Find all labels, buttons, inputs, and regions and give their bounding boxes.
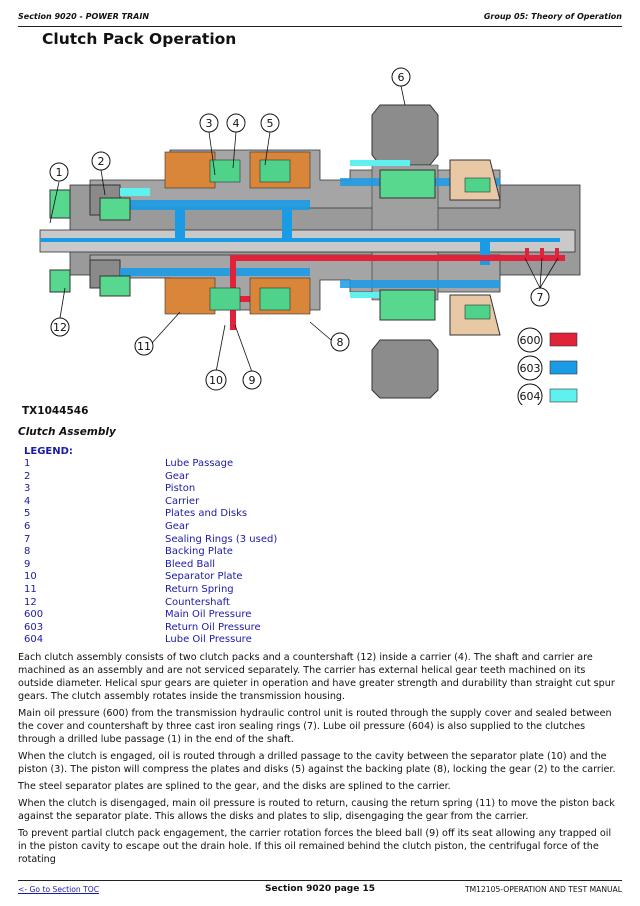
manual-name: TM12105-OPERATION AND TEST MANUAL [464,885,622,894]
paragraph: When the clutch is disengaged, main oil … [18,798,615,822]
legend-num: 10 [24,571,37,583]
legend-text: Lube Oil Pressure [165,634,252,646]
legend-num: 5 [24,508,31,520]
toc-link[interactable]: <- Go to Section TOC [18,885,100,894]
paragraph: Each clutch assembly consists of two clu… [18,652,615,702]
page-number: Section 9020 page 15 [265,884,375,894]
legend-text: Backing Plate [165,546,233,558]
legend-item[interactable]: 11 Return Spring [24,584,424,597]
paragraph: To prevent partial clutch pack engagemen… [18,828,612,865]
legend-text: Gear [165,470,190,482]
legend-num: 603 [24,621,44,633]
swatch-600 [549,332,578,347]
legend-item[interactable]: 603 Return Oil Pressure [24,622,424,635]
callout-6: 6 [398,71,405,84]
legend-item[interactable]: 6 Gear [24,521,424,534]
legend-num: 4 [24,495,31,507]
page-title: Clutch Pack Operation [42,30,237,48]
legend-item[interactable]: 10 Separator Plate [24,571,424,584]
legend-item[interactable]: 3 Piston [24,483,424,496]
callout-10: 10 [209,374,223,387]
callout-2: 2 [98,155,105,168]
body-text: Each clutch assembly consists of two clu… [18,651,621,870]
legend-text: Separator Plate [165,571,243,583]
legend-item[interactable]: 604 Lube Oil Pressure [24,634,424,647]
pressure-key: 600 603 604 [517,327,578,409]
legend-text: Carrier [165,495,200,507]
paragraph: Main oil pressure (600) from the transmi… [18,708,612,745]
legend-num: 2 [24,470,31,482]
section-label: Section 9020 - POWER TRAIN [18,12,150,21]
key-label-600: 600 [520,334,541,347]
legend-text: Bleed Ball [165,558,216,570]
legend-item[interactable]: 4 Carrier [24,496,424,509]
legend-item[interactable]: 5 Plates and Disks [24,508,424,521]
swatch-604 [549,388,578,403]
legend-num: 6 [24,520,31,532]
legend-text: Return Spring [165,583,234,595]
legend-text: Sealing Rings (3 used) [165,533,278,545]
callout-8: 8 [337,336,344,349]
legend-num: 604 [24,634,44,646]
callout-labels: 1 2 3 4 5 6 7 8 9 10 11 12 [53,71,544,387]
legend-num: 7 [24,533,31,545]
legend-item[interactable]: 9 Bleed Ball [24,559,424,572]
legend-text: Return Oil Pressure [165,621,261,633]
legend-text: Lube Passage [165,458,234,469]
callout-3: 3 [206,117,213,130]
callout-1: 1 [56,166,63,179]
figure-caption: Clutch Assembly [18,426,116,438]
legend-title: LEGEND: [24,446,73,457]
legend-item[interactable]: 600 Main Oil Pressure [24,609,424,622]
key-label-604: 604 [520,390,541,403]
legend-num: 3 [24,483,31,495]
legend-num: 600 [24,609,44,621]
legend-text: Plates and Disks [165,508,248,520]
legend-text: Piston [165,483,196,495]
legend-num: 1 [24,458,31,469]
paragraph: The steel separator plates are splined t… [18,781,451,792]
callout-4: 4 [233,117,240,130]
key-label-603: 603 [520,362,541,375]
legend-text: Countershaft [165,596,230,608]
legend-text: Gear [165,520,190,532]
legend-item[interactable]: 7 Sealing Rings (3 used) [24,534,424,547]
legend-text: Main Oil Pressure [165,609,252,621]
callout-12: 12 [53,321,67,334]
callout-11: 11 [137,340,151,353]
paragraph: When the clutch is engaged, oil is route… [18,751,616,775]
page-header: Section 9020 - POWER TRAIN Group 05: The… [18,10,622,27]
legend-num: 8 [24,546,31,558]
legend-num: 9 [24,558,31,570]
legend-item[interactable]: 12 Countershaft [24,597,424,610]
callout-9: 9 [249,374,256,387]
group-label: Group 05: Theory of Operation [483,12,622,21]
legend-item[interactable]: 1 Lube Passage [24,458,424,471]
legend-num: 12 [24,596,37,608]
callout-7: 7 [537,291,544,304]
callout-5: 5 [267,117,274,130]
legend-item[interactable]: 2 Gear [24,471,424,484]
page-footer: <- Go to Section TOC Section 9020 page 1… [18,880,622,899]
clutch-assembly-diagram: 1 2 3 4 5 6 7 8 9 10 11 12 600 603 604 [20,60,620,409]
legend-num: 11 [24,583,37,595]
swatch-603 [549,360,578,375]
figure-id: TX1044546 [22,405,89,417]
legend-item[interactable]: 8 Backing Plate [24,546,424,559]
